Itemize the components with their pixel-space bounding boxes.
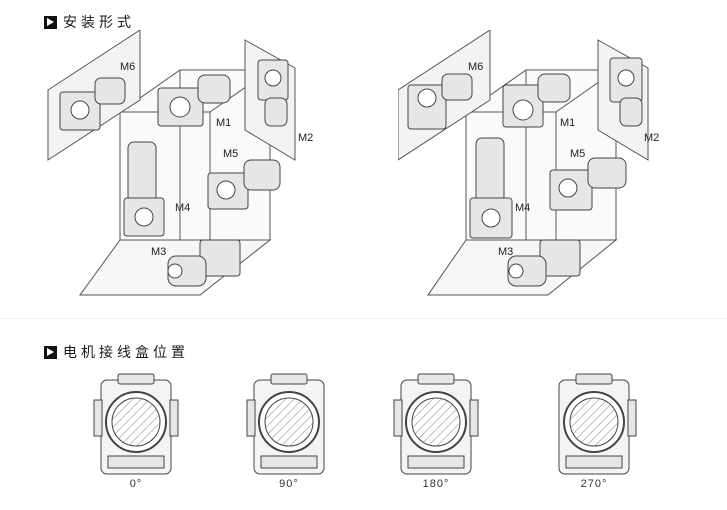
- section-divider: [0, 318, 727, 319]
- mounting-diagram-right: M6 M1 M2 M4 M5 M3: [398, 30, 659, 296]
- label-m3: M3: [498, 246, 513, 258]
- terminal-figure-180deg: [393, 373, 479, 475]
- position-label-180: 180°: [422, 478, 450, 490]
- position-label-270: 270°: [580, 478, 608, 490]
- motor-m5: [587, 157, 627, 189]
- terminal-figure-90deg: [246, 373, 325, 475]
- label-m6: M6: [120, 61, 135, 73]
- motor-m2: [264, 97, 288, 127]
- terminal-title-text: 电机接线盒位置: [63, 345, 189, 361]
- label-m4: M4: [515, 202, 530, 214]
- mounting-section-title: 安装形式: [44, 12, 135, 32]
- motor-m3: [507, 255, 547, 287]
- motor-m4: [475, 137, 505, 203]
- motor-m1: [197, 74, 231, 104]
- mounting-title-text: 安装形式: [63, 15, 135, 31]
- terminal-figure-0deg: [93, 373, 179, 475]
- motor-m6: [441, 73, 473, 101]
- motor-m2: [619, 97, 643, 127]
- label-m5: M5: [570, 148, 585, 160]
- label-m3: M3: [151, 246, 166, 258]
- terminal-section-title: 电机接线盒位置: [44, 342, 189, 362]
- label-m5: M5: [223, 148, 238, 160]
- position-label-90: 90°: [279, 478, 299, 490]
- label-m2: M2: [298, 132, 313, 144]
- position-label-0: 0°: [129, 478, 143, 490]
- arrow-bullet-icon: [44, 345, 57, 359]
- label-m2: M2: [644, 132, 659, 144]
- label-m1: M1: [216, 117, 231, 129]
- motor-m6: [94, 77, 126, 105]
- motor-m4: [127, 141, 157, 203]
- motor-m1: [537, 73, 571, 103]
- motor-m5: [243, 159, 281, 191]
- label-m4: M4: [175, 202, 190, 214]
- terminal-figure-270deg: [558, 373, 637, 475]
- mounting-diagram-left: M6 M1 M2 M4 M5 M3: [47, 30, 313, 296]
- arrow-bullet-icon: [44, 15, 57, 29]
- label-m6: M6: [468, 61, 483, 73]
- label-m1: M1: [560, 117, 575, 129]
- terminal-box-figures: [93, 373, 637, 475]
